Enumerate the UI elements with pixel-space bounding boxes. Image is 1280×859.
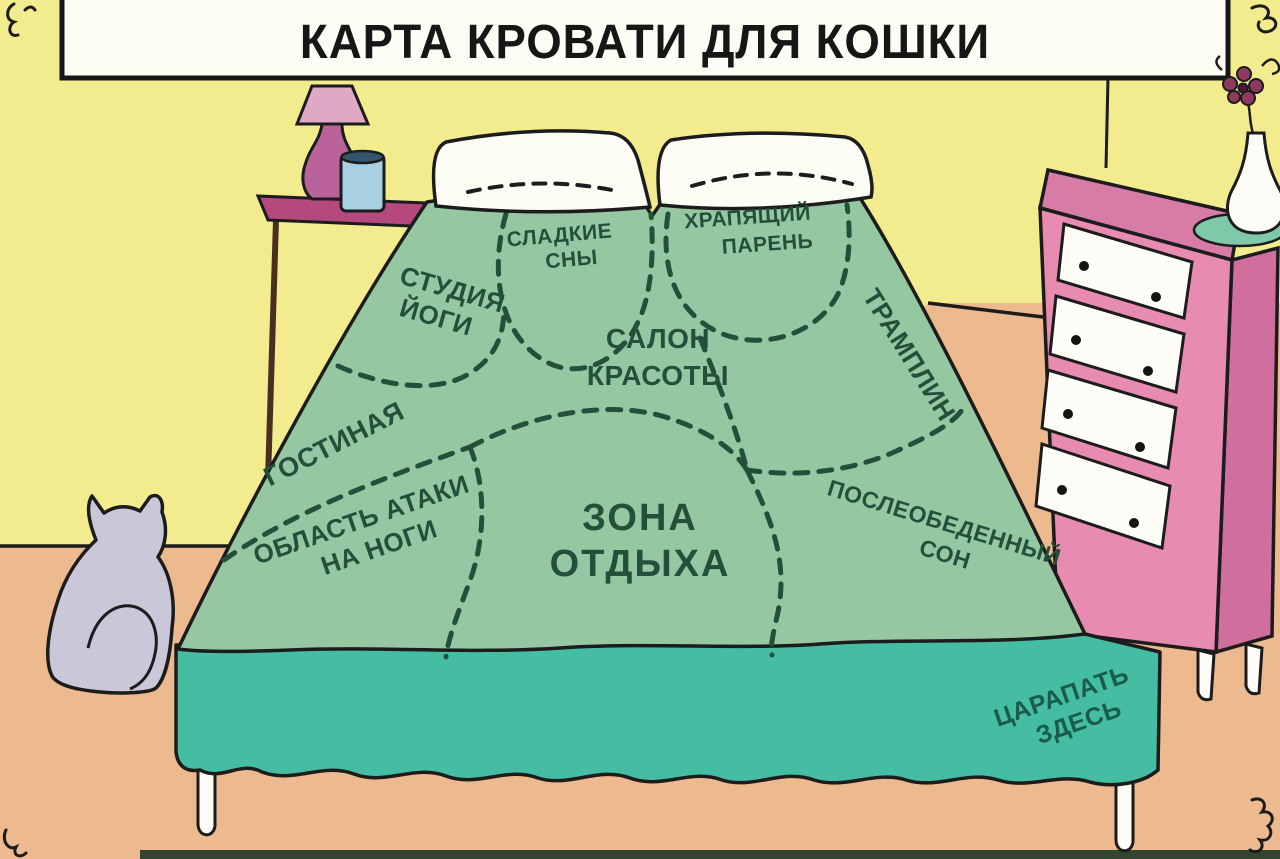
water-glass	[339, 149, 386, 213]
zone-labels: СЛАДКИЕСНЫ ХРАПЯЩИЙПАРЕНЬ СТУДИЯЙОГИ САЛ…	[249, 201, 1064, 585]
knob	[1135, 442, 1145, 452]
knob	[1143, 366, 1153, 376]
flourish-top-right	[1250, 4, 1278, 34]
pillow-left	[431, 129, 653, 214]
knob	[1071, 335, 1081, 345]
glass-rim	[340, 149, 385, 165]
cat	[46, 493, 175, 695]
vase	[1226, 131, 1280, 235]
border-restzone-nap	[744, 467, 784, 658]
knob	[1057, 485, 1067, 495]
border-sweet-dreams	[495, 211, 655, 372]
pillow-right-stitch	[690, 171, 854, 188]
cat-body	[46, 493, 175, 695]
flower-curls	[1215, 55, 1280, 76]
border-snoring-guy	[663, 202, 852, 343]
bed-leg-left	[196, 760, 217, 837]
cat-haunch-line	[86, 604, 158, 691]
dresser-leg-right	[1244, 642, 1264, 696]
border-livingroom-attack	[221, 444, 473, 563]
border-attack-restzone	[443, 444, 485, 660]
bed-skirt	[174, 632, 1162, 787]
border-trampoline-nap	[744, 407, 965, 476]
border-salon-trampoline	[697, 335, 750, 473]
zone-label-sweet-dreams: СЛАДКИЕСНЫ	[506, 219, 615, 276]
dresser-leg-left	[1196, 648, 1216, 702]
border-yoga-studio	[335, 309, 507, 389]
zone-borders	[221, 202, 965, 660]
dresser	[1034, 55, 1280, 702]
floor-wall-line-right	[927, 301, 1044, 319]
pillow-left-stitch	[466, 181, 614, 194]
flower	[1222, 66, 1264, 106]
page-title: КАРТА КРОВАТИ ДЛЯ КОШКИ	[300, 15, 990, 68]
pillow-right	[656, 131, 874, 211]
knob	[1129, 518, 1139, 528]
knob	[1079, 261, 1089, 271]
title-banner	[59, 0, 1231, 81]
flourish-top-left	[6, 2, 37, 37]
floor-edge-strip	[140, 850, 1280, 859]
bed-leg-right	[1114, 778, 1135, 853]
flourish-bottom-right	[1248, 797, 1274, 854]
flourish-bottom-left	[2, 828, 28, 858]
drawer-knobs	[1057, 261, 1161, 528]
pillows	[431, 129, 874, 214]
knob	[1063, 409, 1073, 419]
border-salon-restzone	[467, 407, 750, 473]
knob	[1151, 292, 1161, 302]
lamp-shade	[294, 84, 371, 126]
wall-corner-line	[1104, 77, 1110, 169]
